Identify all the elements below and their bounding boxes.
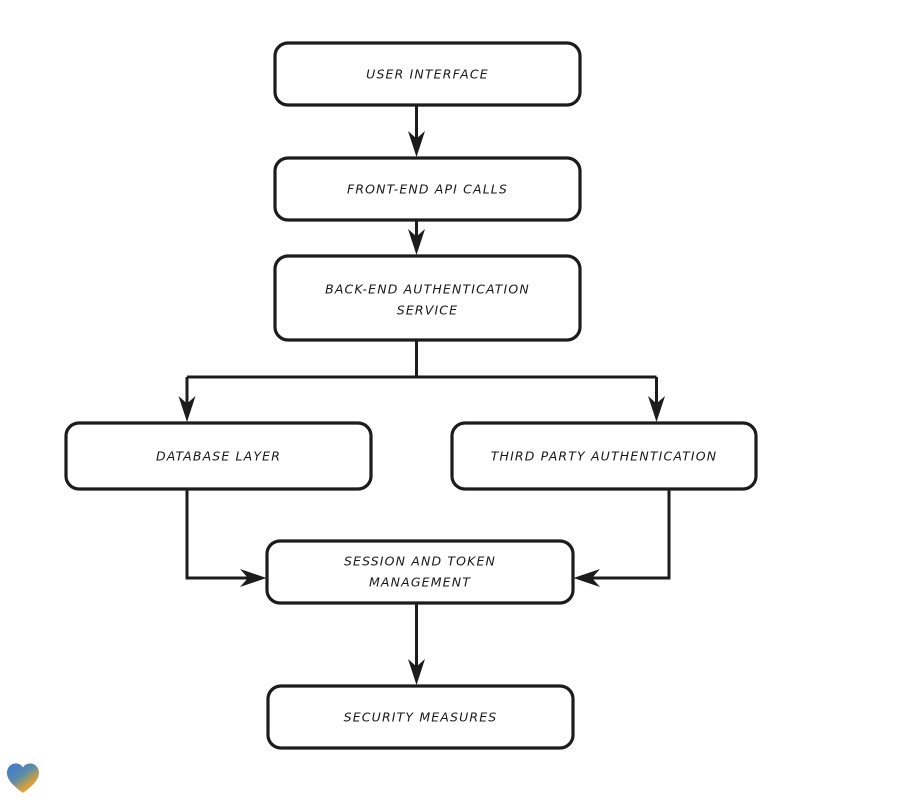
edge-thirdparty-to-session — [573, 489, 671, 587]
heart-icon — [7, 763, 39, 793]
node-label-back-end-authentication-service-line1: BACK-END AUTHENTICATION — [325, 282, 530, 297]
arrowhead-icon — [240, 569, 267, 587]
node-security-measures[interactable]: SECURITY MEASURES — [266, 684, 575, 750]
arrowhead-icon — [408, 659, 425, 685]
arrowhead-icon — [573, 569, 600, 587]
node-label-user-interface: USER INTERFACE — [366, 67, 489, 82]
node-session-and-token-management[interactable]: SESSION AND TOKEN MANAGEMENT — [265, 539, 575, 605]
node-label-database-layer: DATABASE LAYER — [156, 449, 281, 464]
arrowhead-icon — [648, 396, 665, 422]
node-user-interface[interactable]: USER INTERFACE — [273, 41, 582, 107]
node-label-back-end-authentication-service-line2: SERVICE — [397, 303, 458, 318]
node-layer: USER INTERFACE FRONT-END API CALLS BACK-… — [64, 41, 758, 750]
heart-shape-overlay — [7, 763, 39, 793]
node-box[interactable] — [450, 421, 758, 491]
edge-line — [588, 489, 671, 580]
edge-backend-to-thirdparty — [648, 377, 665, 422]
node-box[interactable] — [265, 539, 575, 605]
edge-api-to-backend — [408, 220, 425, 255]
arrowhead-icon — [408, 131, 425, 157]
node-box[interactable] — [273, 254, 582, 342]
edge-line — [185, 489, 252, 580]
edge-session-to-security — [408, 603, 425, 685]
node-label-third-party-authentication: THIRD PARTY AUTHENTICATION — [491, 449, 718, 464]
node-box[interactable] — [266, 684, 575, 750]
node-label-session-and-token-management-line1: SESSION AND TOKEN — [344, 554, 496, 569]
edge-layer — [178, 105, 671, 685]
node-third-party-authentication[interactable]: THIRD PARTY AUTHENTICATION — [450, 421, 758, 491]
edge-backend-branch-bus — [187, 340, 657, 379]
edge-backend-to-database — [178, 377, 196, 422]
node-box[interactable] — [64, 421, 373, 491]
node-label-session-and-token-management-line2: MANAGEMENT — [369, 575, 471, 590]
node-back-end-authentication-service[interactable]: BACK-END AUTHENTICATION SERVICE — [273, 254, 582, 342]
edge-ui-to-api — [408, 105, 425, 157]
node-box[interactable] — [273, 156, 582, 222]
arrowhead-icon — [178, 396, 196, 422]
node-label-front-end-api-calls: FRONT-END API CALLS — [347, 182, 508, 197]
node-database-layer[interactable]: DATABASE LAYER — [64, 421, 373, 491]
arrowhead-icon — [408, 229, 425, 255]
node-front-end-api-calls[interactable]: FRONT-END API CALLS — [273, 156, 582, 222]
edge-database-to-session — [185, 489, 267, 587]
node-box[interactable] — [273, 41, 582, 107]
node-label-security-measures: SECURITY MEASURES — [344, 710, 498, 725]
